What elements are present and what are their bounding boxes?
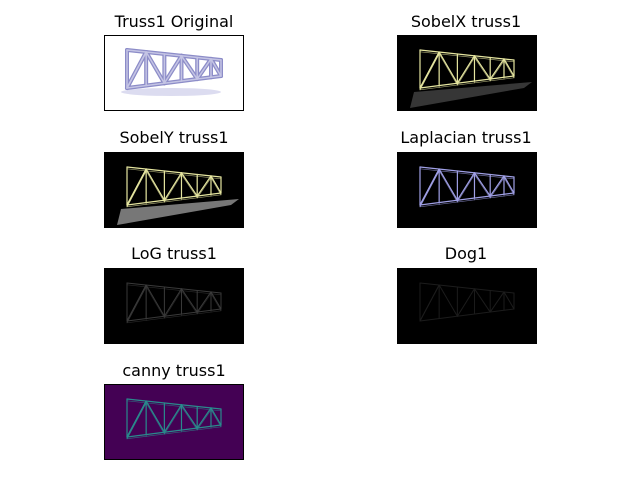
truss-drawing	[419, 49, 515, 91]
panel-title-canny: canny truss1	[122, 361, 226, 380]
truss-drawing	[419, 166, 515, 208]
panel-image-truss1-original	[104, 35, 244, 111]
panel-title-laplacian: Laplacian truss1	[400, 128, 532, 147]
truss-drawing	[126, 166, 222, 208]
panel-title-truss1-original: Truss1 Original	[114, 12, 234, 31]
truss-drawing	[419, 282, 515, 322]
panel-title-sobelx: SobelX truss1	[410, 12, 522, 31]
panel-image-laplacian	[397, 152, 537, 228]
panel-image-sobelx	[397, 35, 537, 111]
panel-image-canny	[104, 384, 244, 460]
panel-image-log	[104, 268, 244, 344]
panel-image-sobely	[104, 152, 244, 228]
panel-title-dog1: Dog1	[444, 244, 488, 263]
panel-title-sobely: SobelY truss1	[119, 128, 229, 147]
truss-drawing	[126, 282, 222, 324]
truss-drawing	[126, 398, 222, 440]
panel-image-dog1	[397, 268, 537, 344]
panel-title-log: LoG truss1	[131, 244, 217, 263]
truss-highlight	[126, 49, 222, 89]
